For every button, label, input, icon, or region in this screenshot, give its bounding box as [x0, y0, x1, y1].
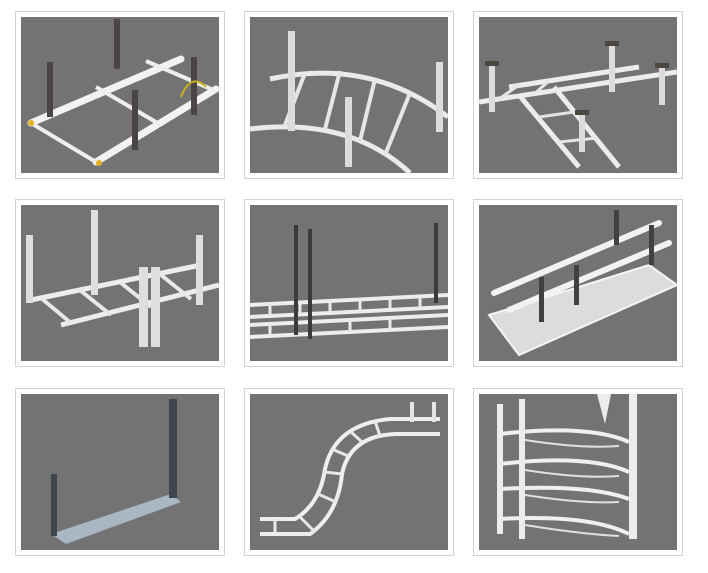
product-card-6[interactable] [473, 199, 683, 367]
cable-ladder-vertical-bend-image [250, 394, 448, 550]
cable-ladder-horizontal-bend-image [250, 17, 448, 173]
product-card-8[interactable] [244, 388, 454, 556]
double-cable-ladder-suspended-image [250, 205, 448, 361]
cable-ladder-with-round-pipes-image [21, 17, 219, 173]
product-card-4[interactable] [15, 199, 225, 367]
product-card-5[interactable] [244, 199, 454, 367]
cable-ladder-over-tray-image [479, 205, 677, 361]
cable-ladder-tee-image [479, 17, 677, 173]
product-card-1[interactable] [15, 11, 225, 179]
u-shaped-support-bracket-image [21, 394, 219, 550]
product-card-7[interactable] [15, 388, 225, 556]
product-card-2[interactable] [244, 11, 454, 179]
product-card-3[interactable] [473, 11, 683, 179]
cable-ladder-with-support-posts-image [21, 205, 219, 361]
product-card-9[interactable] [473, 388, 683, 556]
circular-cable-ladder-rack-image [479, 394, 677, 550]
